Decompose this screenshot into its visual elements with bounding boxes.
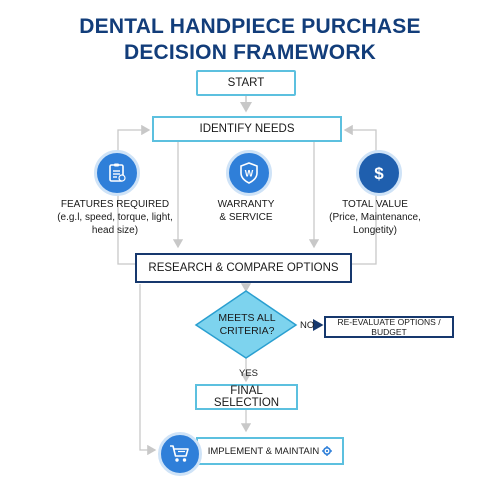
shopping-cart-icon <box>158 432 202 476</box>
start-node: START <box>196 70 296 96</box>
identify-needs-label: IDENTIFY NEEDS <box>199 123 295 135</box>
arrow-left-loop <box>117 124 151 265</box>
decision-label-line-1: MEETS ALL <box>218 312 276 324</box>
criteria-warranty-detail-1: & SERVICE <box>219 212 273 223</box>
criteria-value-detail-2: Longetity) <box>353 225 397 236</box>
final-selection-node: FINAL SELECTION <box>195 384 298 410</box>
page-title-line-2: DECISION FRAMEWORK <box>123 41 377 64</box>
arrow-right-loop <box>343 124 377 265</box>
gear-icon <box>322 446 333 456</box>
criteria-value: TOTAL VALUE (Price, Maintenance, Longeti… <box>320 198 430 237</box>
no-branch-label: NO <box>300 320 315 331</box>
criteria-value-title: TOTAL VALUE <box>342 199 408 210</box>
arrow-research-to-implement <box>139 284 157 456</box>
decision-diamond <box>194 290 298 359</box>
research-compare-label: RESEARCH & COMPARE OPTIONS <box>148 262 339 274</box>
checklist-icon <box>94 150 140 196</box>
research-compare-node: RESEARCH & COMPARE OPTIONS <box>135 253 352 283</box>
criteria-value-detail-1: (Price, Maintenance, <box>329 212 421 223</box>
criteria-features-title: FEATURES REQUIRED <box>60 199 170 210</box>
svg-text:W: W <box>245 169 254 179</box>
implement-maintain-node: IMPLEMENT & MAINTAIN <box>196 437 344 465</box>
criteria-features: FEATURES REQUIRED (e.g.l, speed, torque,… <box>50 198 180 237</box>
identify-needs-node: IDENTIFY NEEDS <box>152 116 342 142</box>
criteria-features-detail-1: (e.g.l, speed, torque, light, <box>57 212 173 223</box>
yes-branch-label: YES <box>239 368 259 379</box>
start-label: START <box>227 77 265 89</box>
criteria-warranty: WARRANTY & SERVICE <box>196 198 296 224</box>
implement-maintain-label: IMPLEMENT & MAINTAIN <box>207 445 320 457</box>
criteria-warranty-title: WARRANTY <box>217 199 275 210</box>
final-selection-label: FINAL SELECTION <box>213 385 280 409</box>
reevaluate-label: RE-EVALUATE OPTIONS / BUDGET <box>337 317 441 337</box>
reevaluate-node: RE-EVALUATE OPTIONS / BUDGET <box>324 316 454 338</box>
dollar-icon: $ <box>356 150 402 196</box>
warranty-shield-icon: W <box>226 150 272 196</box>
decision-label: MEETS ALL CRITERIA? <box>203 312 291 338</box>
decision-label-line-2: CRITERIA? <box>219 325 275 337</box>
svg-text:$: $ <box>374 164 384 183</box>
page-title-line-1: DENTAL HANDPIECE PURCHASE <box>79 15 421 38</box>
criteria-features-detail-2: head size) <box>91 225 139 236</box>
